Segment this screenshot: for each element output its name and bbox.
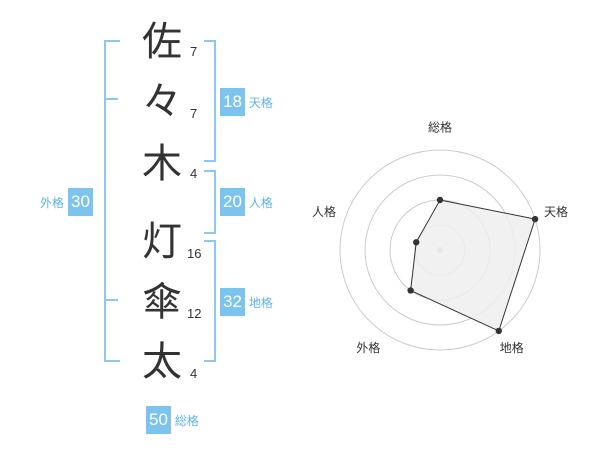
gaikaku-bracket: [104, 40, 120, 362]
chikaku-bracket: [204, 240, 216, 362]
radar-axis-label-5: 人格: [312, 204, 336, 219]
radar-axis-label-1: 総格: [428, 120, 452, 135]
tenkaku-value: 18: [220, 88, 245, 116]
gaikaku-label: 外格: [40, 195, 65, 210]
jinkaku-label: 人格: [248, 195, 273, 210]
radar-axis-label-4: 外格: [356, 340, 380, 355]
name-char-2: 々: [142, 79, 182, 125]
radar-ring: [339, 149, 541, 351]
radar-series-area: [410, 199, 536, 332]
stroke-count-4: 16: [187, 246, 202, 261]
chikaku-value: 32: [220, 288, 245, 316]
radar-point-4: [407, 287, 414, 294]
soukaku-badge: 50 総格: [146, 406, 199, 434]
stroke-count-6: 4: [190, 366, 198, 381]
tenkaku-label: 天格: [248, 95, 273, 110]
name-char-5: 傘: [142, 279, 182, 325]
tenkaku-badge: 18 天格: [220, 88, 273, 116]
gaikaku-badge: 外格 30: [40, 188, 93, 216]
stroke-count-2: 7: [190, 106, 198, 121]
gaikaku-bracket-tick-bottom: [104, 299, 118, 301]
soukaku-label: 総格: [174, 413, 199, 428]
stroke-count-5: 12: [187, 306, 202, 321]
radar-point-3: [495, 327, 502, 335]
radar-axis-label-2: 天格: [544, 204, 568, 219]
soukaku-value: 50: [146, 406, 171, 434]
tenkaku-bracket: [204, 40, 216, 162]
radar-point-2: [531, 215, 539, 223]
stroke-count-3: 4: [190, 166, 198, 181]
radar-point-5: [413, 239, 420, 246]
stroke-count-1: 7: [190, 44, 198, 59]
chikaku-label: 地格: [248, 295, 273, 310]
chikaku-badge: 32 地格: [220, 288, 273, 316]
name-char-1: 佐: [142, 19, 182, 65]
jinkaku-bracket: [204, 170, 216, 234]
radar-point-1: [436, 196, 444, 204]
gaikaku-bracket-tick-top: [104, 98, 118, 100]
radar-axis-label-3: 地格: [500, 340, 524, 355]
name-char-6: 太: [142, 339, 182, 385]
name-char-3: 木: [142, 141, 182, 187]
gaikaku-value: 30: [68, 188, 93, 216]
jinkaku-badge: 20 人格: [220, 188, 273, 216]
name-char-4: 灯: [142, 219, 182, 265]
jinkaku-value: 20: [220, 188, 245, 216]
